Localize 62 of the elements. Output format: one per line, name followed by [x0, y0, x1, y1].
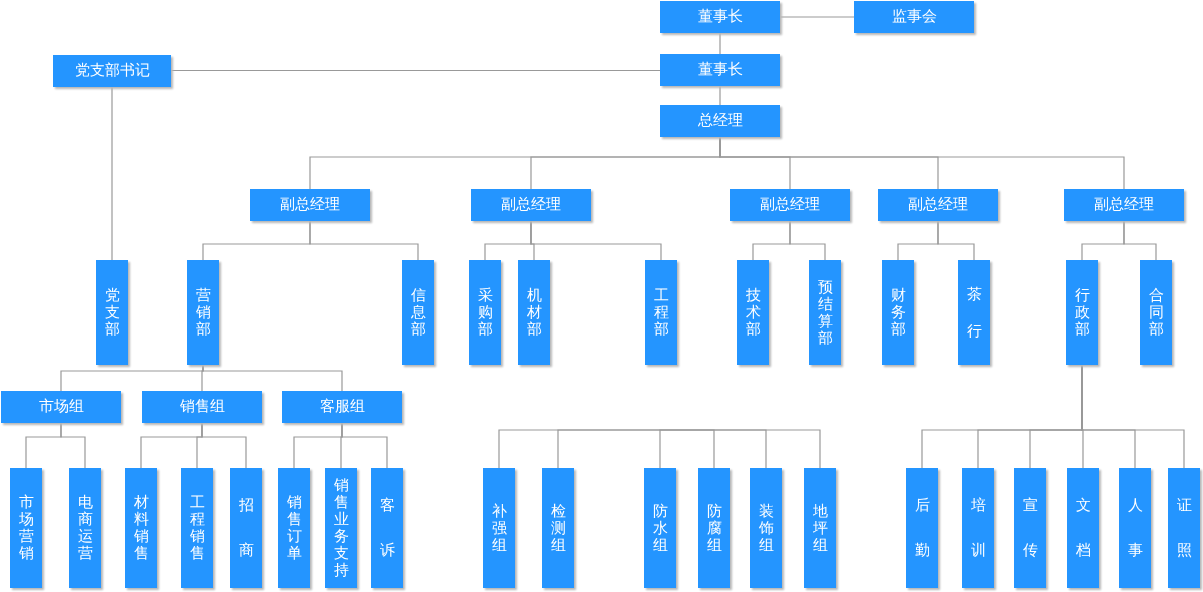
connector-line — [719, 32, 721, 55]
department-box: 防水组 — [644, 468, 676, 588]
department-box: 合同部 — [1140, 260, 1172, 365]
department-box: 财务部 — [882, 260, 914, 365]
position-box: 副总经理 — [250, 189, 370, 221]
position-box: 总经理 — [660, 105, 780, 137]
department-box: 材料销售 — [125, 468, 157, 588]
connector-line — [1081, 364, 1185, 469]
position-box: 董事长 — [660, 1, 780, 33]
connector-line — [309, 220, 419, 261]
department-box: 补强组 — [483, 468, 515, 588]
department-box: 人事 — [1119, 468, 1151, 588]
department-box: 宣传 — [1014, 468, 1046, 588]
connector-line — [202, 364, 343, 392]
department-box: 茶行 — [958, 260, 990, 365]
department-box: 文档 — [1067, 468, 1099, 588]
connector-line — [170, 69, 661, 72]
department-box: 信息部 — [402, 260, 434, 365]
department-box: 采购部 — [469, 260, 501, 365]
department-box: 防腐组 — [698, 468, 730, 588]
connector-line — [719, 85, 721, 106]
department-box: 装饰组 — [750, 468, 782, 588]
department-box: 后勤 — [906, 468, 938, 588]
department-box: 招商 — [230, 468, 262, 588]
position-box: 客服组 — [282, 391, 402, 423]
connector-line — [530, 220, 662, 261]
department-box: 行政部 — [1066, 260, 1098, 365]
department-box: 客诉 — [371, 468, 403, 588]
position-box: 董事长 — [660, 54, 780, 86]
connector-line — [111, 86, 113, 261]
position-box: 销售组 — [142, 391, 262, 423]
department-box: 党支部 — [96, 260, 128, 365]
position-box: 副总经理 — [730, 189, 850, 221]
connector-line — [60, 422, 86, 469]
department-box: 营销部 — [187, 260, 219, 365]
connector-line — [789, 220, 826, 261]
position-box: 副总经理 — [1064, 189, 1184, 221]
department-box: 检测组 — [542, 468, 574, 588]
department-box: 技术部 — [737, 260, 769, 365]
position-box: 党支部书记 — [53, 55, 171, 87]
department-box: 电商运营 — [69, 468, 101, 588]
connector-line — [779, 16, 855, 18]
position-box: 监事会 — [854, 1, 974, 33]
position-box: 市场组 — [1, 391, 121, 423]
connector-line — [341, 422, 388, 469]
department-box: 培训 — [962, 468, 994, 588]
connector-line — [1123, 220, 1157, 261]
connector-line — [661, 429, 821, 469]
position-box: 副总经理 — [471, 189, 591, 221]
department-box: 销售业务支持 — [325, 468, 357, 588]
connector-line — [659, 429, 663, 469]
department-box: 工程销售 — [181, 468, 213, 588]
connector-line — [201, 422, 247, 469]
department-box: 预结算部 — [809, 260, 841, 365]
department-box: 市场营销 — [10, 468, 42, 588]
department-box: 销售订单 — [278, 468, 310, 588]
connector-line — [937, 220, 975, 261]
department-box: 证照 — [1168, 468, 1200, 588]
department-box: 机材部 — [518, 260, 550, 365]
position-box: 副总经理 — [878, 189, 998, 221]
department-box: 地坪组 — [804, 468, 836, 588]
department-box: 工程部 — [645, 260, 677, 365]
